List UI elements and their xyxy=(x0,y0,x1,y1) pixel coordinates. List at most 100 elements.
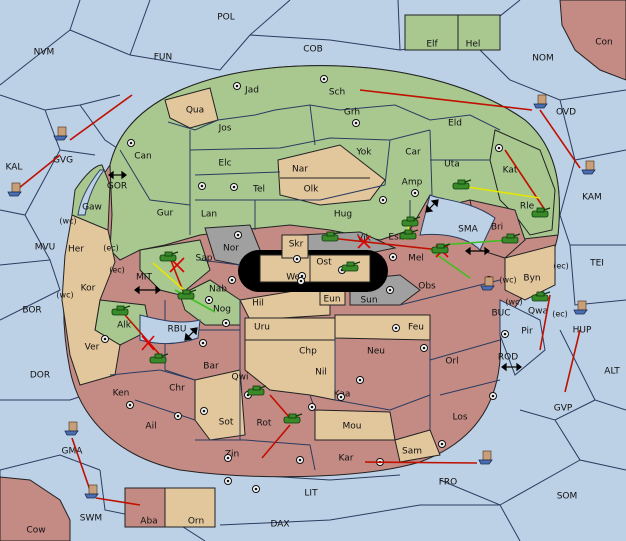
province-label-uru[interactable]: Uru xyxy=(254,323,270,333)
province-label-zin[interactable]: Zin xyxy=(225,450,239,460)
province-label-chr[interactable]: Chr xyxy=(169,384,185,394)
fleet-unit-icon[interactable] xyxy=(581,160,596,175)
province-label-bri[interactable]: Bri xyxy=(491,223,503,233)
province-label-can[interactable]: Can xyxy=(134,152,152,162)
province-sot[interactable] xyxy=(194,369,246,441)
province-label-kar[interactable]: Kar xyxy=(339,454,354,464)
army-unit-icon[interactable] xyxy=(341,261,361,272)
province-label-rot[interactable]: Rot xyxy=(257,419,272,429)
province-label-bar[interactable]: Bar xyxy=(203,362,219,372)
province-label-hel[interactable]: Hel xyxy=(466,40,481,50)
province-label-obs[interactable]: Obs xyxy=(418,282,436,292)
province-label-nab[interactable]: Nab xyxy=(209,285,227,295)
province-label-eun[interactable]: Eun xyxy=(323,295,340,305)
province-label-olk[interactable]: Olk xyxy=(304,185,320,195)
province-sam[interactable] xyxy=(394,429,441,463)
province-orn[interactable] xyxy=(164,487,216,528)
province-label-rle[interactable]: Rle xyxy=(520,202,535,212)
province-label-orl[interactable]: Orl xyxy=(445,357,458,367)
province-label-gaw[interactable]: Gaw xyxy=(82,203,102,213)
province-label-qwa[interactable]: Qwa xyxy=(528,307,548,317)
province-label-aba[interactable]: Aba xyxy=(140,517,157,527)
province-label-kat[interactable]: Kat xyxy=(503,166,518,176)
province-label-hil[interactable]: Hil xyxy=(252,299,264,309)
province-label-alk[interactable]: Alk xyxy=(117,321,132,331)
province-label-ken[interactable]: Ken xyxy=(113,389,130,399)
army-unit-icon[interactable] xyxy=(399,229,419,240)
province-label-yok[interactable]: Yok xyxy=(355,148,372,158)
province-label-nar[interactable]: Nar xyxy=(292,165,308,175)
army-unit-icon[interactable] xyxy=(111,305,131,316)
province-label-vik[interactable]: Vik xyxy=(357,234,371,244)
province-label-eld[interactable]: Eld xyxy=(448,119,462,129)
sma-gulf xyxy=(419,194,496,251)
province-label-qwi[interactable]: Qwi xyxy=(232,373,249,383)
province-label-tel[interactable]: Tel xyxy=(252,185,265,195)
province-label-grh[interactable]: Grh xyxy=(344,108,360,118)
province-cow[interactable] xyxy=(0,476,71,541)
province-label-uta[interactable]: Uta xyxy=(444,160,460,170)
province-label-chp[interactable]: Chp xyxy=(299,347,317,357)
province-label-orn[interactable]: Orn xyxy=(188,517,204,527)
province-label-nog[interactable]: Nog xyxy=(213,305,231,315)
province-label-web[interactable]: Web xyxy=(286,273,306,283)
province-label-byn[interactable]: Byn xyxy=(523,274,540,284)
province-label-kor[interactable]: Kor xyxy=(81,284,96,294)
army-unit-icon[interactable] xyxy=(531,207,551,218)
province-label-mel[interactable]: Mel xyxy=(408,254,424,264)
fleet-unit-icon[interactable] xyxy=(84,484,99,499)
province-label-mou[interactable]: Mou xyxy=(343,422,362,432)
supply-center-dot xyxy=(422,346,426,350)
province-label-neu[interactable]: Neu xyxy=(367,347,385,357)
fleet-unit-icon[interactable] xyxy=(573,300,588,315)
province-label-qua[interactable]: Qua xyxy=(186,106,204,116)
army-unit-icon[interactable] xyxy=(283,413,303,424)
province-label-elc[interactable]: Elc xyxy=(218,159,231,169)
army-unit-icon[interactable] xyxy=(321,231,341,242)
province-label-feu[interactable]: Feu xyxy=(408,323,424,333)
army-unit-icon[interactable] xyxy=(431,243,451,254)
fleet-unit-icon[interactable] xyxy=(64,421,79,436)
province-web-ost[interactable] xyxy=(259,254,371,283)
province-label-pir[interactable]: Pir xyxy=(521,327,533,337)
province-label-ail[interactable]: Ail xyxy=(145,422,156,432)
province-nar-olk[interactable] xyxy=(277,144,386,206)
army-unit-icon[interactable] xyxy=(531,291,551,302)
province-label-amp[interactable]: Amp xyxy=(402,178,423,188)
army-unit-icon[interactable] xyxy=(149,353,169,364)
province-label-skr[interactable]: Skr xyxy=(289,240,304,250)
province-label-gur[interactable]: Gur xyxy=(157,209,174,219)
province-label-sot[interactable]: Sot xyxy=(219,418,234,428)
province-label-jos[interactable]: Jos xyxy=(218,124,232,134)
fleet-unit-icon[interactable] xyxy=(53,126,68,141)
army-unit-icon[interactable] xyxy=(401,216,421,227)
province-label-sam[interactable]: Sam xyxy=(402,447,422,457)
province-label-ver[interactable]: Ver xyxy=(85,343,100,353)
army-unit-icon[interactable] xyxy=(177,289,197,300)
fleet-unit-icon[interactable] xyxy=(533,94,548,109)
province-label-jad[interactable]: Jad xyxy=(244,86,259,96)
army-unit-icon[interactable] xyxy=(159,251,179,262)
province-label-los[interactable]: Los xyxy=(452,413,467,423)
province-label-sun[interactable]: Sun xyxy=(360,296,377,306)
fleet-unit-icon[interactable] xyxy=(478,450,493,465)
province-label-sch[interactable]: Sch xyxy=(329,88,345,98)
province-label-nor[interactable]: Nor xyxy=(223,244,239,254)
fleet-unit-icon[interactable] xyxy=(7,182,22,197)
province-label-nil[interactable]: Nil xyxy=(315,368,327,378)
province-label-her[interactable]: Her xyxy=(68,245,84,255)
province-label-ost[interactable]: Ost xyxy=(316,258,332,268)
province-label-elf[interactable]: Elf xyxy=(426,40,438,50)
army-unit-icon[interactable] xyxy=(247,385,267,396)
army-unit-icon[interactable] xyxy=(501,233,521,244)
province-label-sap[interactable]: Sap xyxy=(196,254,213,264)
province-qua[interactable] xyxy=(164,87,219,129)
province-con[interactable] xyxy=(559,0,626,81)
province-label-car[interactable]: Car xyxy=(405,148,421,158)
fleet-unit-icon[interactable] xyxy=(480,276,495,291)
army-unit-icon[interactable] xyxy=(452,179,472,190)
province-label-lan[interactable]: Lan xyxy=(201,210,217,220)
province-skr[interactable] xyxy=(281,234,309,259)
province-label-hug[interactable]: Hug xyxy=(334,210,352,220)
province-label-esm[interactable]: Esm xyxy=(388,233,407,243)
